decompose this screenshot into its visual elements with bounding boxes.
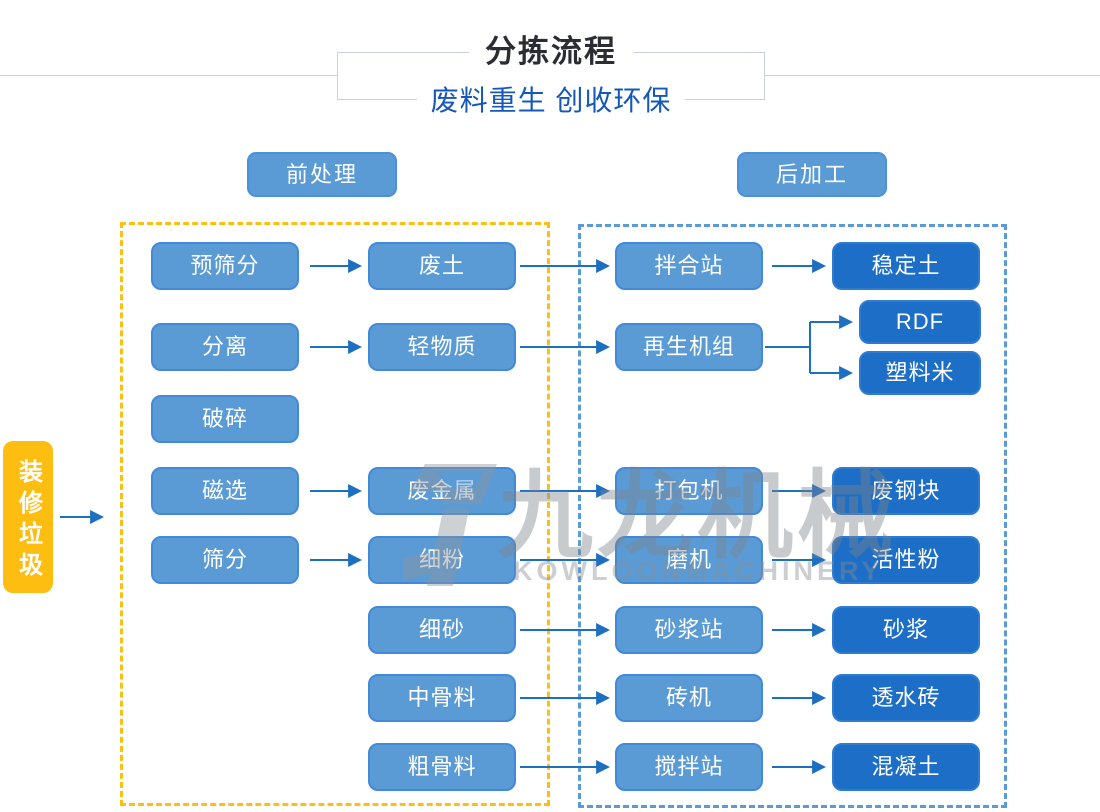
flow-node: 细砂 bbox=[368, 606, 516, 654]
flow-node: 打包机 bbox=[615, 467, 763, 515]
flow-node: 废土 bbox=[368, 242, 516, 290]
flow-node: 废钢块 bbox=[832, 467, 980, 515]
flow-node: 稳定土 bbox=[832, 242, 980, 290]
flow-node: 轻物质 bbox=[368, 323, 516, 371]
flow-node: 磁选 bbox=[151, 467, 299, 515]
flow-node: 混凝土 bbox=[832, 743, 980, 791]
flow-node: 活性粉 bbox=[832, 536, 980, 584]
page-title: 分拣流程 bbox=[469, 33, 633, 71]
page-subtitle: 废料重生 创收环保 bbox=[416, 84, 686, 118]
postprocessing-panel bbox=[578, 224, 1007, 808]
section-label-postprocessing: 后加工 bbox=[737, 152, 887, 197]
flow-node: 砖机 bbox=[615, 674, 763, 722]
flow-node: 粗骨料 bbox=[368, 743, 516, 791]
flow-node: 筛分 bbox=[151, 536, 299, 584]
flow-node: 中骨料 bbox=[368, 674, 516, 722]
preprocessing-panel bbox=[120, 222, 550, 806]
flow-node: 废金属 bbox=[368, 467, 516, 515]
flow-node: RDF bbox=[859, 300, 981, 344]
flow-node: 再生机组 bbox=[615, 323, 763, 371]
title-row: 分拣流程 bbox=[337, 33, 765, 71]
subtitle-row: 废料重生 创收环保 bbox=[337, 84, 765, 118]
section-label-preprocessing: 前处理 bbox=[247, 152, 397, 197]
flow-node: 塑料米 bbox=[859, 351, 981, 395]
flow-node: 搅拌站 bbox=[615, 743, 763, 791]
flow-node: 砂浆站 bbox=[615, 606, 763, 654]
flow-node: 细粉 bbox=[368, 536, 516, 584]
flow-node: 砂浆 bbox=[832, 606, 980, 654]
flow-node: 破碎 bbox=[151, 395, 299, 443]
flow-node: 透水砖 bbox=[832, 674, 980, 722]
flow-node: 预筛分 bbox=[151, 242, 299, 290]
flow-node: 磨机 bbox=[615, 536, 763, 584]
flow-node: 拌合站 bbox=[615, 242, 763, 290]
source-label-renovation-waste: 装修垃圾 bbox=[3, 441, 53, 593]
flow-node: 分离 bbox=[151, 323, 299, 371]
